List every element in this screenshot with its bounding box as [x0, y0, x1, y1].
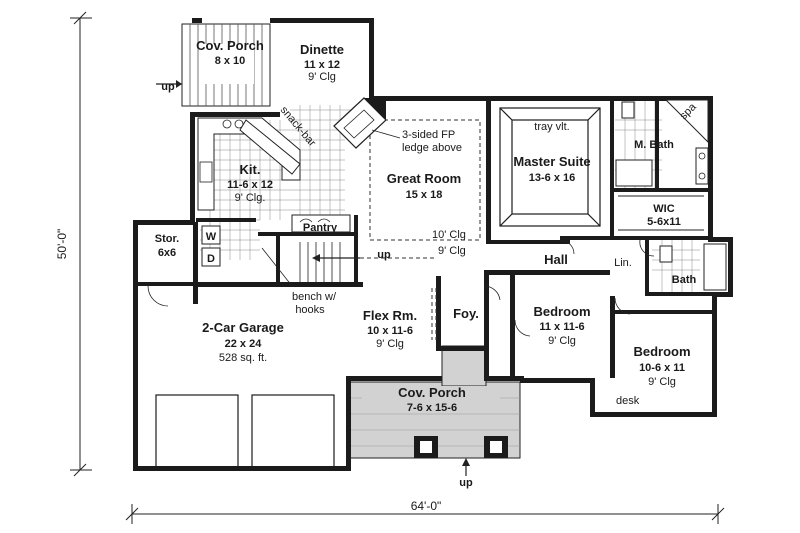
rear-porch-decking: [181, 23, 271, 107]
room-name: Flex Rm.: [363, 308, 417, 323]
laundry: [201, 225, 221, 267]
room-great-room: Great Room 15 x 18 10' Clg 9' Clg: [387, 171, 466, 257]
room-name: WIC: [653, 203, 674, 215]
desk-label: desk: [616, 395, 640, 407]
room-name: Cov. Porch: [196, 38, 264, 53]
room-size: 10 x 11-6: [367, 325, 413, 337]
room-area: 528 sq. ft.: [219, 352, 267, 364]
room-wic: WIC 5-6x11: [647, 203, 681, 228]
fireplace-label: ledge above: [402, 142, 462, 154]
exterior-walls: [133, 18, 733, 471]
room-name: M. Bath: [634, 139, 674, 151]
tray-vault: [499, 107, 601, 227]
room-name: Kit.: [240, 162, 261, 177]
porch-column: [420, 441, 432, 453]
ceiling-lines: [360, 119, 481, 340]
bench-label: hooks: [295, 304, 325, 316]
room-ceiling: 10' Clg: [432, 229, 466, 241]
room-name: Pantry: [303, 222, 338, 234]
up-arrow-front: [462, 458, 470, 476]
room-master-suite: Master Suite 13-6 x 16: [513, 154, 590, 184]
room-size: 6x6: [158, 247, 176, 259]
garage-doors: [155, 394, 335, 468]
room-ceiling: 9' Clg: [308, 71, 336, 83]
room-size: 7-6 x 15-6: [407, 402, 457, 414]
bench-label: bench w/: [292, 291, 337, 303]
pantry-shelves: [291, 214, 351, 233]
room-bedroom-3: Bedroom 10-6 x 11 9' Clg: [633, 344, 690, 388]
hall-bath-fixtures: [659, 243, 727, 291]
door-swings: [147, 239, 655, 337]
wic-shelves: [618, 195, 704, 231]
room-garage: 2-Car Garage 22 x 24 528 sq. ft.: [202, 320, 284, 364]
washer-label: W: [206, 231, 217, 243]
room-bath: Bath: [672, 274, 697, 286]
up-label-stair: up: [377, 249, 391, 261]
dimension-depth: [70, 11, 92, 477]
room-kitchen: Kit. 11-6 x 12 9' Clg.: [227, 162, 273, 204]
master-bath-fixtures: [615, 99, 709, 187]
fireplace-leader: [371, 129, 401, 139]
room-size: 13-6 x 16: [529, 172, 575, 184]
up-arrow-stair: [312, 254, 360, 262]
room-dinette: Dinette 11 x 12 9' Clg: [300, 42, 344, 83]
room-pantry: Pantry: [303, 222, 338, 234]
room-name: Dinette: [300, 42, 344, 57]
room-name: Bath: [672, 274, 697, 286]
room-ceiling: 9' Clg: [648, 376, 676, 388]
dryer-label: D: [207, 253, 215, 265]
room-bedroom-2: Bedroom 11 x 11-6 9' Clg: [533, 304, 590, 347]
room-ceiling: 9' Clg: [376, 338, 404, 350]
room-hall: Hall: [544, 252, 568, 267]
width-label: 64'-0": [411, 499, 442, 513]
room-name: Master Suite: [513, 154, 590, 169]
stairs: [299, 242, 341, 282]
room-name: 2-Car Garage: [202, 320, 284, 335]
room-size: 15 x 18: [406, 189, 443, 201]
room-cov-porch-front: Cov. Porch 7-6 x 15-6: [398, 385, 466, 414]
room-name: Bedroom: [633, 344, 690, 359]
room-name: Bedroom: [533, 304, 590, 319]
up-label-front: up: [459, 477, 473, 489]
room-cov-porch-rear: Cov. Porch 8 x 10: [196, 38, 264, 67]
room-flex: Flex Rm. 10 x 11-6 9' Clg: [363, 308, 417, 350]
room-size: 10-6 x 11: [639, 362, 685, 374]
room-size: 11-6 x 12: [227, 179, 273, 191]
room-size: 11 x 11-6: [539, 321, 584, 333]
kitchen-counters: [197, 117, 301, 211]
fireplace-label: 3-sided FP: [402, 129, 455, 141]
room-ceiling: 9' Clg: [548, 335, 576, 347]
room-name: Lin.: [614, 257, 632, 269]
fireplace: [333, 97, 387, 149]
room-storage: Stor. 6x6: [155, 233, 179, 259]
room-name: Great Room: [387, 171, 461, 186]
depth-label: 50'-0": [55, 229, 69, 260]
room-name: Cov. Porch: [398, 385, 466, 400]
room-name: Stor.: [155, 233, 179, 245]
room-ceiling: 9' Clg.: [235, 192, 266, 204]
up-label-rear: up: [161, 81, 175, 93]
room-size: 8 x 10: [215, 55, 246, 67]
bench-leader: [261, 247, 293, 287]
room-linen: Lin.: [614, 257, 632, 269]
interior-walls: [133, 96, 712, 380]
room-foyer: Foy.: [453, 306, 479, 321]
room-master-bath: M. Bath: [634, 139, 674, 151]
room-size: 5-6x11: [647, 216, 681, 228]
up-arrow-rear: [156, 80, 182, 88]
room-size: 22 x 24: [225, 338, 263, 350]
dimension-width: [125, 504, 725, 524]
tray-vault-label: tray vlt.: [534, 121, 569, 133]
room-name: Foy.: [453, 306, 479, 321]
room-size: 11 x 12: [304, 59, 340, 71]
porch-column: [490, 441, 502, 453]
room-name: Hall: [544, 252, 568, 267]
room-ceiling: 9' Clg: [438, 245, 466, 257]
